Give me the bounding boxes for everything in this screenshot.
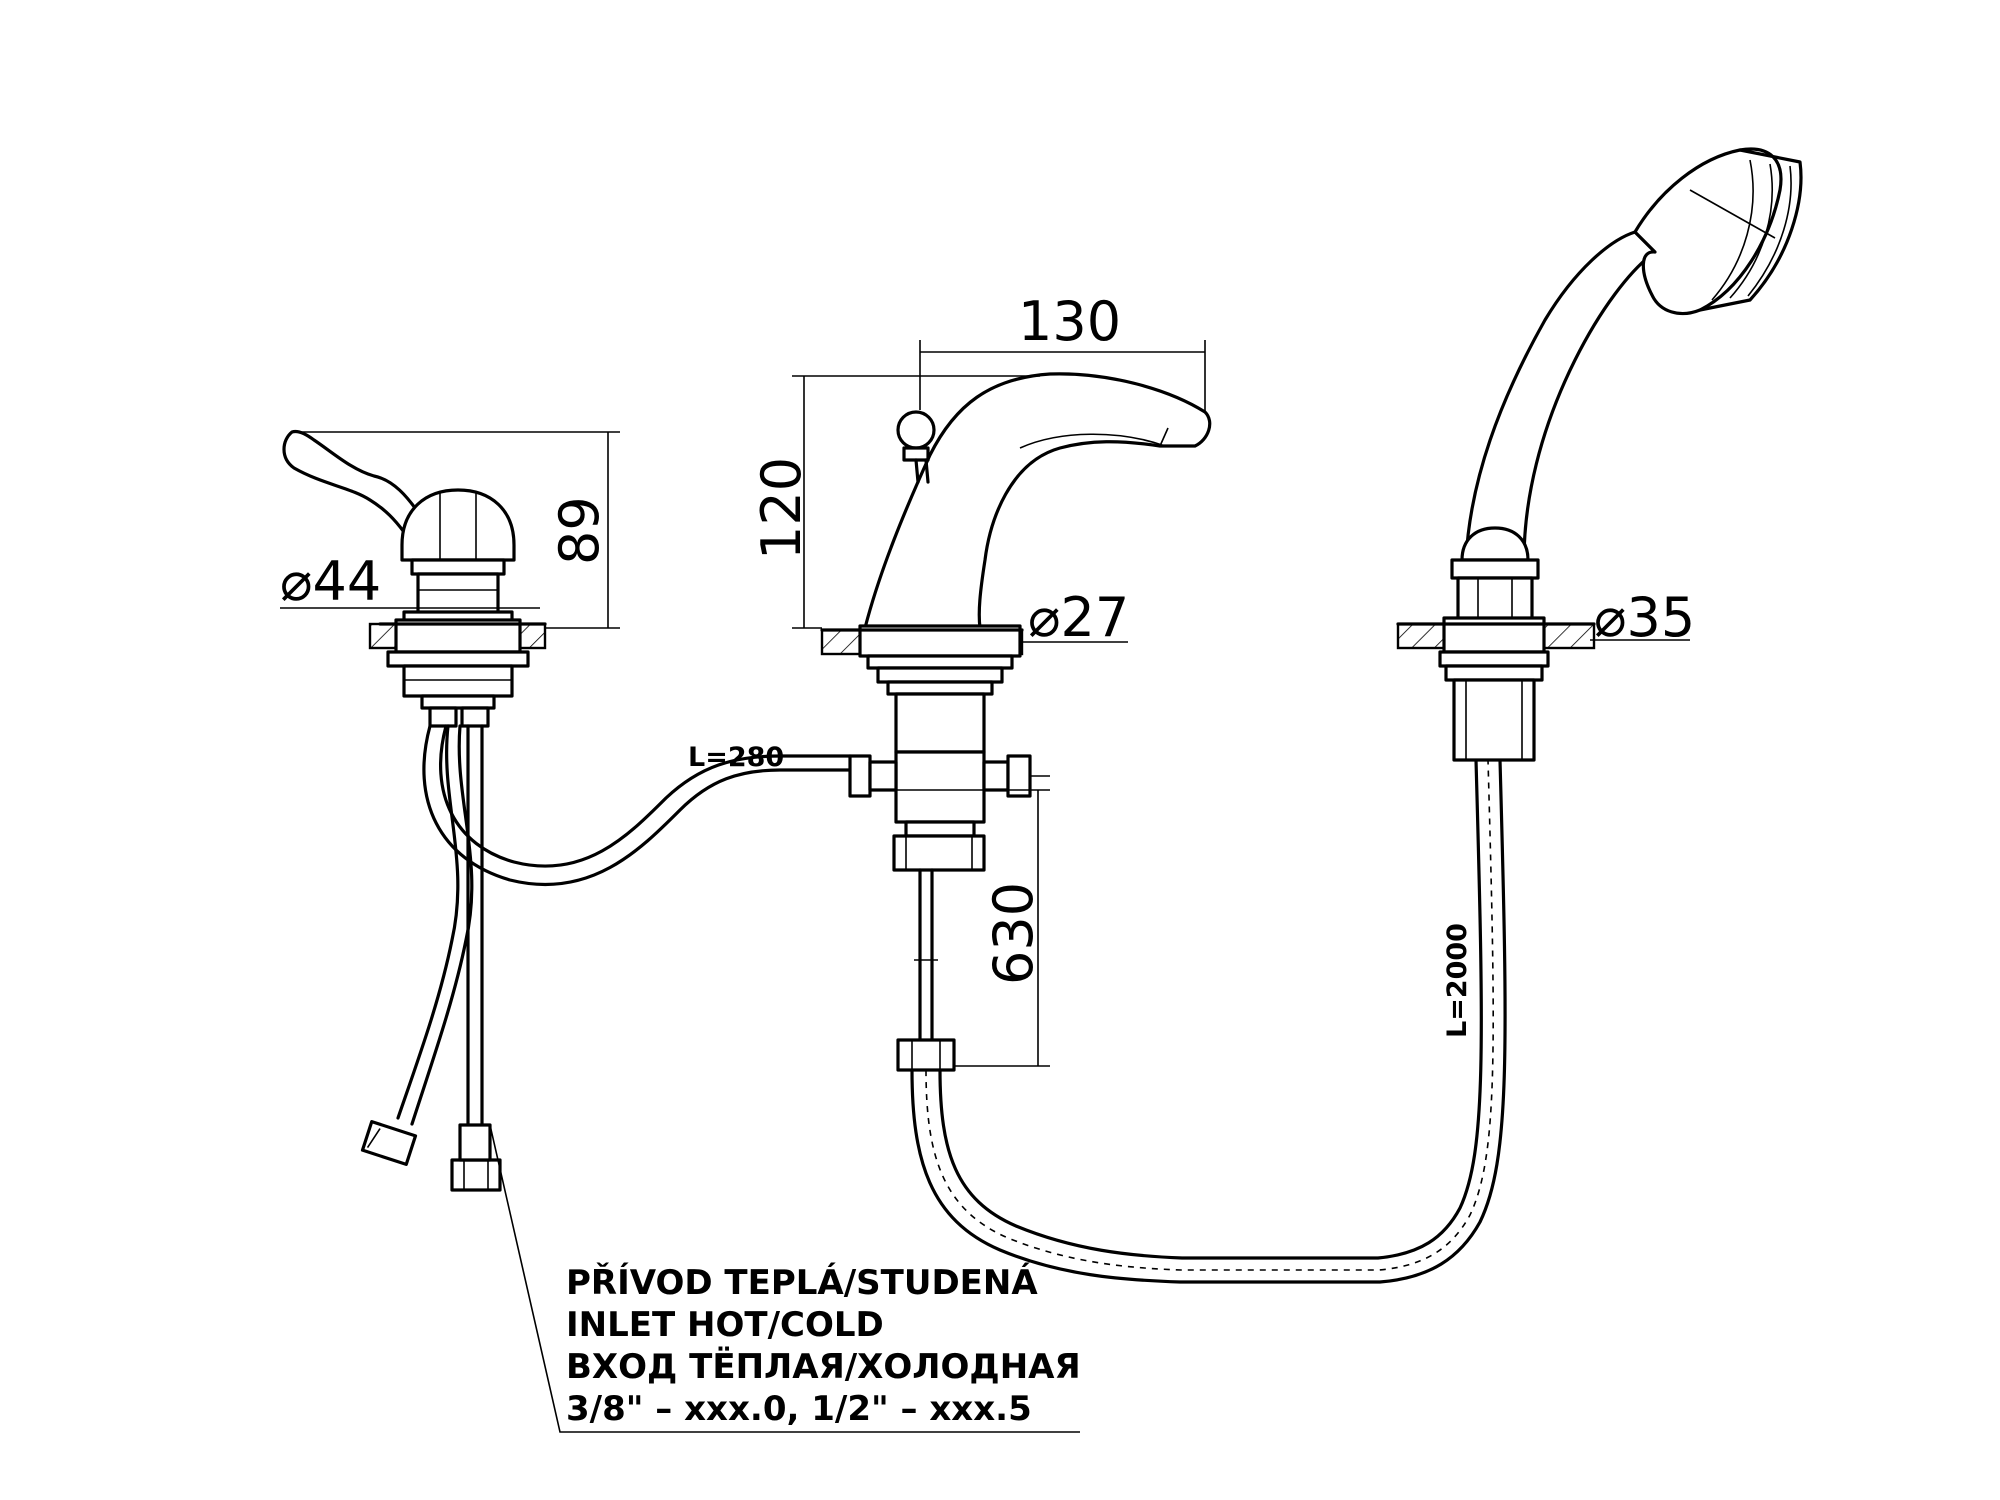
- shower-hose: [910, 758, 1507, 1284]
- mixer-dome: [400, 488, 516, 562]
- lever-handle: [282, 429, 420, 534]
- dim-89: 89: [548, 496, 611, 565]
- dim-130: 130: [1018, 290, 1121, 353]
- dimension-lines: [280, 340, 1690, 1433]
- connector-hose: [422, 724, 852, 887]
- dim-630: 630: [982, 882, 1045, 985]
- dim-dia-35: ⌀35: [1594, 586, 1695, 649]
- inlet-note: PŘÍVOD TEPLÁ/STUDENÁ INLET HOT/COLD ВХОД…: [566, 1262, 1081, 1429]
- label-l2000: L=2000: [1442, 923, 1473, 1038]
- dim-dia-44: ⌀44: [280, 550, 381, 613]
- dim-120: 120: [750, 457, 813, 560]
- spout-assembly: [820, 372, 1212, 1072]
- hand-shower: [1396, 147, 1803, 762]
- inlet-note-en: INLET HOT/COLD: [566, 1305, 884, 1345]
- inlet-hoses: [360, 724, 502, 1192]
- inlet-note-thread: 3/8" – xxx.0, 1/2" – xxx.5: [566, 1389, 1032, 1429]
- hose-length-labels: L=280 L=2000: [688, 742, 1473, 1038]
- inlet-nut-left: [360, 1120, 418, 1166]
- shower-handle: [1464, 230, 1657, 562]
- dim-dia-27: ⌀27: [1028, 586, 1129, 649]
- dimension-labels: 130 120 89 ⌀44 ⌀27 ⌀35 630: [280, 290, 1695, 985]
- inlet-nut-right: [450, 1158, 502, 1192]
- spout: [863, 372, 1212, 630]
- inlet-note-ru: ВХОД ТЁПЛАЯ/ХОЛОДНАЯ: [566, 1346, 1081, 1387]
- popup-knob: [896, 410, 936, 450]
- label-l280: L=280: [688, 742, 784, 773]
- mixer-body: [282, 429, 547, 728]
- inlet-note-cz: PŘÍVOD TEPLÁ/STUDENÁ: [566, 1262, 1038, 1303]
